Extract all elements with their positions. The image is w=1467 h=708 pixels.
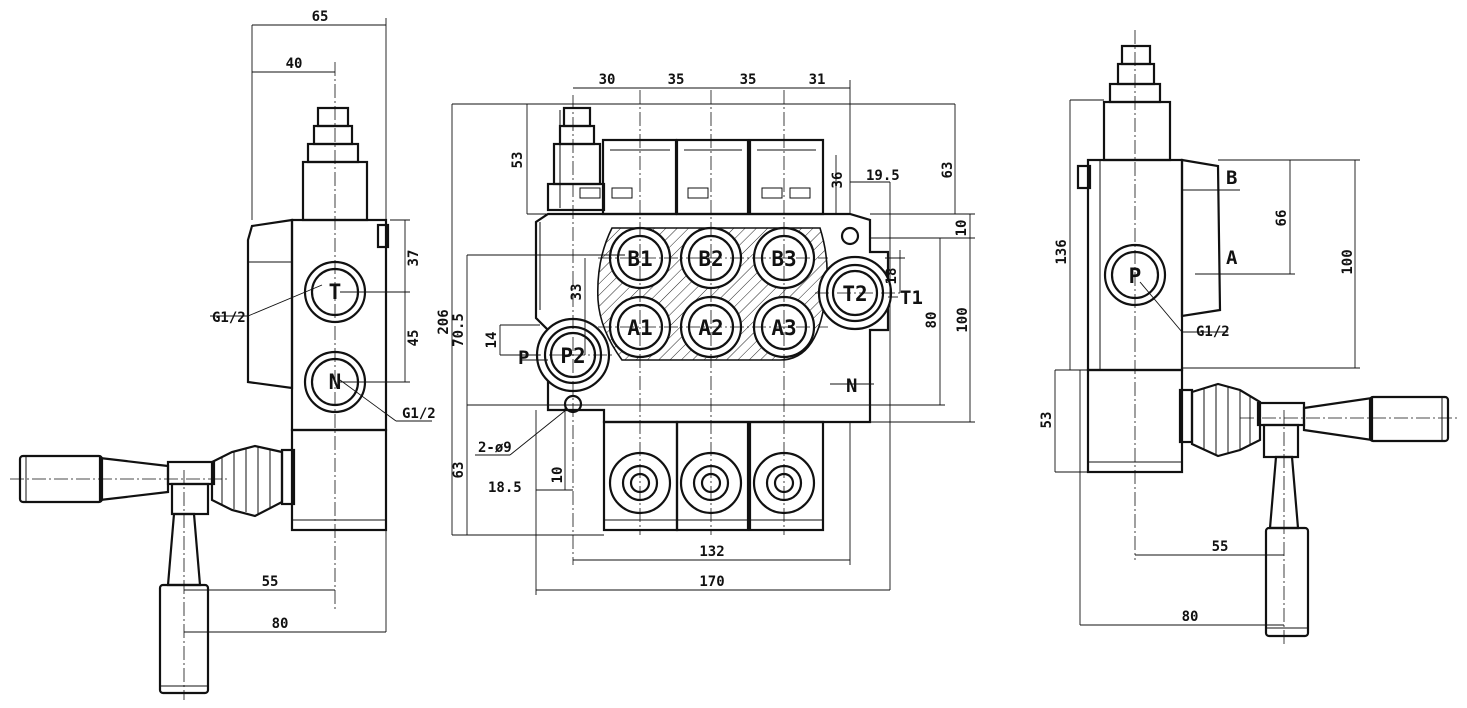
- port-p-label: P: [1129, 264, 1142, 288]
- dim-front-53: 53: [510, 152, 526, 169]
- label-b: B: [1226, 167, 1237, 189]
- dim-left-80: 80: [272, 616, 289, 632]
- right-side-view: [1054, 30, 1460, 645]
- dim-left-45: 45: [406, 330, 422, 347]
- label-n: N: [846, 375, 857, 397]
- dim-front-18: 18: [884, 268, 900, 285]
- port-b2-label: B2: [698, 247, 723, 271]
- label-a: A: [1226, 247, 1238, 269]
- dim-front-63-left: 63: [451, 462, 467, 479]
- port-a2-label: A2: [698, 316, 723, 340]
- port-n-label: N: [329, 370, 342, 394]
- label-t1: T1: [900, 287, 923, 309]
- dim-right-100: 100: [1340, 249, 1356, 274]
- dim-front-10-right: 10: [954, 220, 970, 237]
- dim-front-35b: 35: [740, 72, 757, 88]
- dim-left-55: 55: [262, 574, 279, 590]
- dim-front-35a: 35: [668, 72, 685, 88]
- dim-right-80: 80: [1182, 609, 1199, 625]
- dim-right-136: 136: [1054, 239, 1070, 264]
- left-side-view: [10, 18, 432, 700]
- dim-front-170: 170: [699, 574, 724, 590]
- dim-front-30: 30: [599, 72, 616, 88]
- port-t2-label: T2: [842, 282, 867, 306]
- dim-front-19-5: 19.5: [866, 168, 900, 184]
- port-b3-label: B3: [771, 247, 796, 271]
- dim-right-53: 53: [1039, 412, 1055, 429]
- port-a1-label: A1: [627, 316, 652, 340]
- dim-left-40: 40: [286, 56, 303, 72]
- dim-right-55: 55: [1212, 539, 1229, 555]
- dim-right-66: 66: [1274, 210, 1290, 227]
- thread-label-p: G1/2: [1196, 324, 1230, 340]
- port-b1-label: B1: [627, 247, 652, 271]
- dim-front-100: 100: [955, 307, 971, 332]
- front-view: [451, 80, 975, 595]
- port-a3-label: A3: [771, 316, 796, 340]
- dim-front-36: 36: [830, 172, 846, 189]
- left-side-texts: T N 65 40 37 45 55 80 G1/2 G1/2: [212, 9, 436, 632]
- dim-front-10-bottom: 10: [550, 467, 566, 484]
- dim-front-70-5: 70.5: [451, 313, 467, 347]
- thread-label-t: G1/2: [212, 310, 246, 326]
- dim-left-37: 37: [406, 250, 422, 267]
- dim-front-63-top: 63: [940, 162, 956, 179]
- right-side-texts: P B A G1/2 136 66 100 53 55 80: [1039, 167, 1356, 625]
- dim-left-65: 65: [312, 9, 329, 25]
- label-holes: 2-ø9: [478, 440, 512, 456]
- port-p2-label: P2: [560, 344, 585, 368]
- dim-front-31: 31: [809, 72, 826, 88]
- dim-front-18-5: 18.5: [488, 480, 522, 496]
- port-t-label: T: [329, 280, 342, 304]
- dim-front-33: 33: [569, 284, 585, 301]
- label-p: P: [518, 347, 529, 369]
- dim-front-80: 80: [924, 312, 940, 329]
- front-view-texts: B1 B2 B3 A1 A2 A3 P2 T2 P T1 N 2-ø9 30 3…: [436, 72, 971, 590]
- dim-front-206: 206: [436, 309, 452, 334]
- thread-label-n: G1/2: [402, 406, 436, 422]
- dim-front-14: 14: [484, 332, 500, 349]
- dim-front-132: 132: [699, 544, 724, 560]
